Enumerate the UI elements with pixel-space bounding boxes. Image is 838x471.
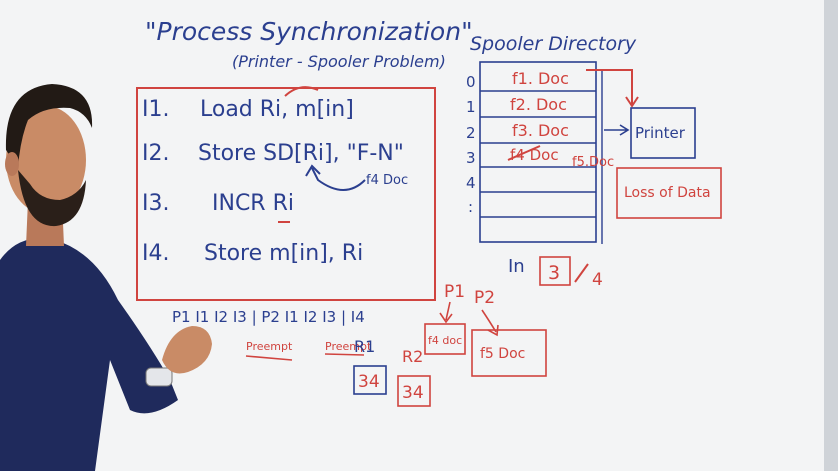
strike-f4 [507,145,541,161]
loss-label: Loss of Data [624,185,711,201]
spooler-slot-1: f2. Doc [510,95,567,114]
printer-feed-arrow [604,124,630,136]
printer-box [630,107,696,159]
spooler-slot-3: f4 Doc [510,146,559,164]
instruction-id-3: I3. [142,191,169,216]
instruction-text-1: Load Ri, m[in] [200,97,354,122]
printer-arrow-head [625,96,639,108]
preempt-label-1: Preempt [246,340,293,353]
presenter-ear [5,152,19,176]
instruction-text-2: Store SD[Ri], "F-N" [198,141,404,166]
spooler-table [479,61,597,243]
spooler-index-2: 2 [466,124,476,142]
r1-value: 34 [358,372,380,392]
p2-file-box [471,329,547,377]
p2-file-label: f5 Doc [480,346,525,362]
board-title: "Process Synchronization" [145,17,473,46]
printer-arrow [586,69,633,104]
in-next: 4 [592,270,603,290]
board-frame-right [824,0,838,471]
spooler-index-4: 4 [466,174,476,192]
instruction-text-4: Store m[in], Ri [204,241,363,266]
register-r1-label: R1 [354,337,375,356]
in-label: In [508,256,525,277]
instruction-box [136,87,436,301]
execution-sequence: P1 I1 I2 I3 | P2 I1 I2 I3 | I4 [172,308,365,326]
instruction-id-1: I1. [142,97,169,122]
spooler-overwrite: f5.Doc [572,155,614,170]
instruction-text-3: INCR Ri [212,191,294,216]
instruction-id-2: I2. [142,141,169,166]
r1-box [353,365,387,395]
spooler-title: Spooler Directory [470,33,637,55]
spooler-index-1: 1 [466,98,476,116]
r2-value: 34 [402,383,424,403]
p1-file-box [424,323,466,355]
presenter-beard [18,170,86,227]
spooler-index-ellipsis: : [468,198,473,216]
r2-box [397,375,431,407]
blue-curved-arrow [311,167,366,191]
loss-box [616,167,722,219]
spooler-index-0: 0 [466,73,476,91]
in-strike [574,263,589,283]
presenter-hand [162,326,212,374]
presenter-shirt [0,238,178,471]
preempt-underline-1 [245,355,293,361]
preempt-label-2: Preempt [325,340,372,353]
presenter-hair [5,84,93,168]
red-arc-r1 [284,86,319,97]
board-subtitle: (Printer - Spooler Problem) [232,52,446,71]
preempt-underline-2 [324,353,365,356]
printer-label: Printer [635,124,686,142]
arrow-label-f4doc: f4 Doc [366,173,408,188]
spooler-slot-2: f3. Doc [512,121,569,140]
presenter-watch [145,367,173,387]
process-p2-label: P2 [474,288,495,308]
blue-arrow-head [305,164,321,177]
in-value: 3 [548,262,560,284]
in-box [539,256,571,286]
register-r2-label: R2 [402,347,423,366]
p1-file-label: f4 doc [428,334,462,347]
spooler-index-3: 3 [466,149,476,167]
presenter [0,84,212,471]
process-p1-label: P1 [444,282,465,302]
p1-arrow [439,301,453,324]
spooler-slot-0: f1. Doc [512,69,569,88]
instruction-id-4: I4. [142,241,169,266]
